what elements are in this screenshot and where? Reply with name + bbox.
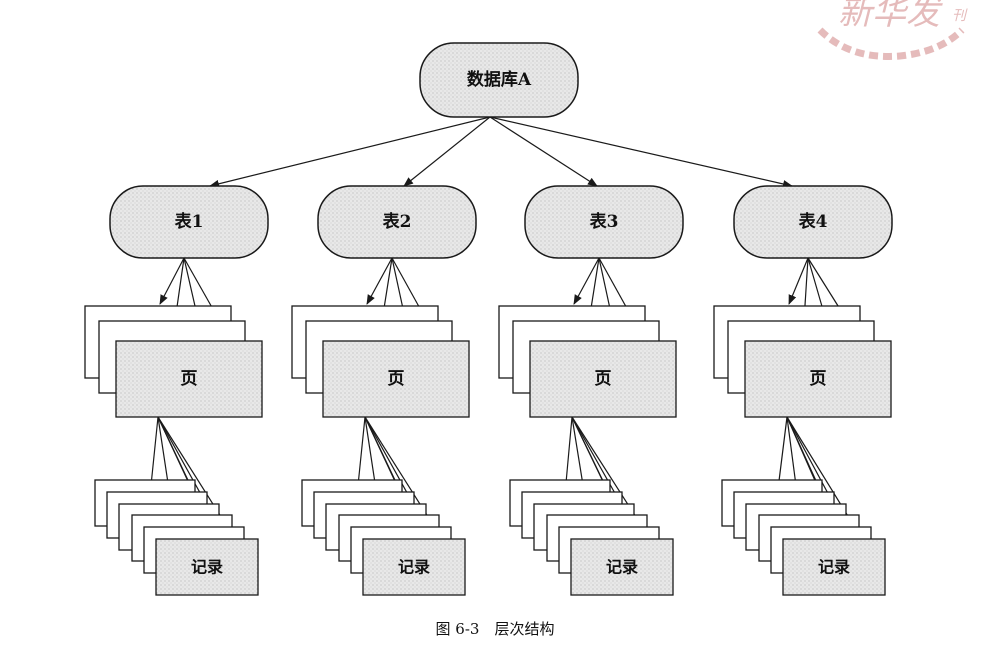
- record-card-front: [362, 538, 466, 596]
- diagram-nodes: 数据库A 表1 页记录 表2 页记录 表3 页记录 表4 页记录: [84, 42, 893, 596]
- page-stack: 页: [84, 305, 263, 418]
- page-card-front: [744, 340, 892, 418]
- root-node-label: 数据库A: [467, 69, 532, 90]
- record-node-label: 记录: [818, 558, 850, 577]
- page-card-front: [115, 340, 263, 418]
- page-node-label: 页: [810, 369, 827, 389]
- page-stack: 页: [713, 305, 892, 418]
- page-stack: 页: [498, 305, 677, 418]
- table-node-label: 表2: [383, 211, 412, 232]
- publisher-stamp-watermark: 新华发 刊: [817, 0, 968, 60]
- record-node-label: 记录: [606, 558, 638, 577]
- table-node-label: 表4: [799, 211, 828, 232]
- table-node-shape: [317, 185, 477, 259]
- stamp-small-text: 刊: [952, 8, 968, 24]
- table-node-label: 表3: [590, 211, 619, 232]
- page-stack: 页: [291, 305, 470, 418]
- table-node: 表4: [733, 185, 893, 259]
- record-stack: 记录: [94, 479, 259, 596]
- record-stack: 记录: [509, 479, 674, 596]
- page-node-label: 页: [595, 369, 612, 389]
- stamp-text: 新华发: [838, 0, 943, 33]
- record-stack: 记录: [721, 479, 886, 596]
- page-node-label: 页: [388, 369, 405, 389]
- root-database-node: 数据库A: [419, 42, 579, 118]
- figure-caption: 图 6-3 层次结构: [436, 620, 555, 638]
- page-card-front: [529, 340, 677, 418]
- record-card-front: [155, 538, 259, 596]
- root-to-table-arrow: [209, 116, 491, 188]
- table-to-page-arrow: [573, 257, 600, 305]
- root-to-table-arrow: [489, 116, 598, 187]
- root-node-shape: [419, 42, 579, 118]
- table-node-shape: [109, 185, 269, 259]
- table-node: 表2: [317, 185, 477, 259]
- page-card-front: [322, 340, 470, 418]
- table-node-shape: [524, 185, 684, 259]
- table-to-page-arrow: [366, 257, 393, 305]
- table-node: 表3: [524, 185, 684, 259]
- page-node-label: 页: [181, 369, 198, 389]
- record-card-front: [570, 538, 674, 596]
- table-node-shape: [733, 185, 893, 259]
- root-to-table-arrow: [403, 116, 491, 187]
- record-node-label: 记录: [398, 558, 430, 577]
- table-node: 表1: [109, 185, 269, 259]
- record-stack: 记录: [301, 479, 466, 596]
- table-to-page-arrow: [159, 257, 185, 305]
- table-node-label: 表1: [175, 211, 204, 232]
- table-to-page-arrow: [788, 257, 809, 305]
- record-card-front: [782, 538, 886, 596]
- record-node-label: 记录: [191, 558, 223, 577]
- root-to-table-arrow: [489, 116, 793, 188]
